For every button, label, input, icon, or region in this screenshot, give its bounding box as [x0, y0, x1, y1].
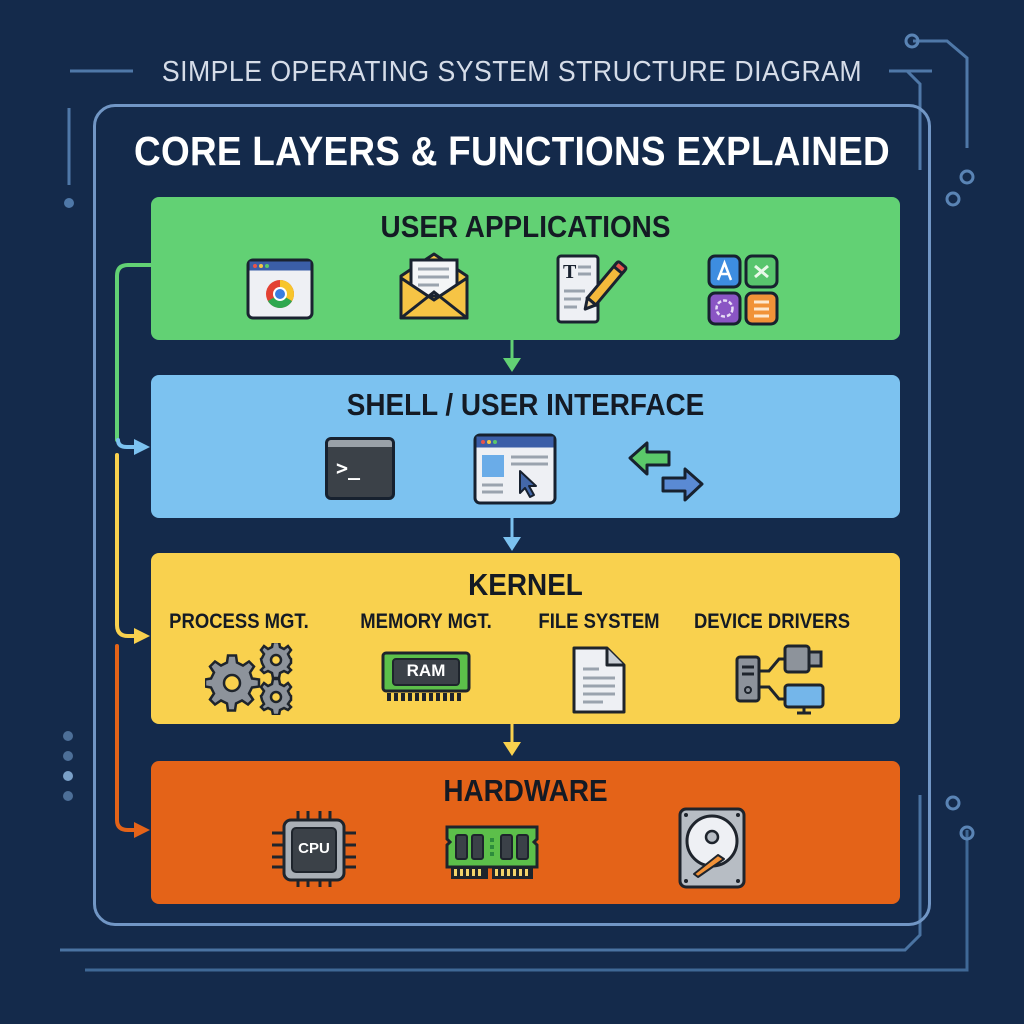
exchange-arrows-icon: --> — [628, 441, 704, 502]
flow-arrow-shell-to-kernel — [503, 518, 521, 551]
side-connector-green — [115, 263, 153, 442]
text-editor-icon: T — [556, 254, 628, 324]
cpu-label: CPU — [298, 840, 330, 857]
memory-stick-icon — [445, 825, 539, 879]
layer-title: HARDWARE — [443, 773, 608, 808]
layer-title: KERNEL — [468, 567, 583, 602]
cpu-chip-icon: CPU — [270, 805, 358, 893]
arrowhead-yellow — [134, 628, 150, 644]
gui-window-icon — [473, 433, 557, 505]
device-network-icon — [735, 644, 825, 715]
terminal-prompt: >_ — [336, 456, 361, 480]
side-connector-blue — [116, 438, 138, 449]
circuit-trace-bottom-1 — [60, 795, 922, 952]
circuit-node — [959, 825, 975, 841]
indicator-dot — [63, 751, 73, 761]
hard-disk-icon — [678, 807, 746, 889]
layer-title: SHELL / USER INTERFACE — [346, 387, 705, 422]
layer-user-applications: USER APPLICATIONS T — [151, 197, 900, 340]
layer-shell-user-interface: SHELL / USER INTERFACE >_ --> — [151, 375, 900, 518]
kernel-function-label: PROCESS MGT. — [169, 610, 309, 633]
email-envelope-icon — [399, 252, 469, 320]
kernel-function-label: FILE SYSTEM — [538, 610, 660, 633]
circuit-node — [945, 795, 961, 811]
indicator-dot — [63, 791, 73, 801]
circuit-node — [959, 169, 975, 185]
app-grid-icon — [707, 254, 779, 326]
layer-kernel: KERNEL PROCESS MGT. MEMORY MGT. FILE SYS… — [151, 553, 900, 724]
svg-text:T: T — [563, 261, 577, 283]
diagram-title: CORE LAYERS & FUNCTIONS EXPLAINED — [134, 128, 890, 174]
layer-hardware: HARDWARE CPU — [151, 761, 900, 904]
circuit-trace-right-2 — [913, 39, 969, 148]
indicator-dot — [63, 771, 73, 781]
circuit-dot — [64, 198, 74, 208]
arrowhead-orange — [134, 822, 150, 838]
circuit-node — [904, 33, 920, 49]
side-connector-yellow — [115, 453, 138, 638]
flow-arrow-kernel-to-hardware — [503, 724, 521, 756]
terminal-icon: >_ — [325, 437, 395, 500]
gears-icon — [205, 643, 293, 715]
kernel-function-label: DEVICE DRIVERS — [693, 610, 851, 633]
layer-title: USER APPLICATIONS — [380, 209, 671, 244]
kernel-function-label: MEMORY MGT. — [360, 610, 492, 633]
side-connector-orange — [115, 644, 138, 832]
diagram-subtitle: SIMPLE OPERATING SYSTEM STRUCTURE DIAGRA… — [161, 56, 863, 88]
ram-label: RAM — [406, 661, 446, 680]
circuit-trace-bottom-2 — [85, 830, 969, 972]
flow-arrow-apps-to-shell — [503, 340, 521, 372]
main-frame — [93, 104, 931, 926]
arrowhead-blue — [134, 439, 150, 455]
web-browser-icon — [246, 258, 314, 320]
indicator-dot — [63, 731, 73, 741]
circuit-node — [945, 191, 961, 207]
document-icon — [572, 646, 626, 714]
ram-module-icon: RAM — [381, 651, 471, 703]
